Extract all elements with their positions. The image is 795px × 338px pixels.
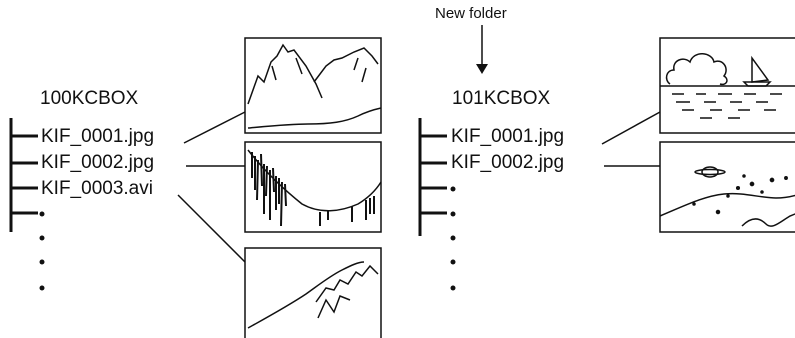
new-folder-arrow (476, 25, 488, 74)
new-folder-label: New folder (435, 5, 507, 22)
folder-name-101kcbox: 101KCBOX (452, 88, 551, 109)
file-name: KIF_0003.avi (41, 178, 153, 199)
thumbnail-peak (244, 247, 382, 338)
file-name: KIF_0002.jpg (451, 152, 565, 173)
thumbnail-mountain (244, 37, 382, 134)
thumbnail-planet (659, 141, 795, 233)
file-name: KIF_0002.jpg (41, 152, 155, 173)
connector-line (601, 111, 661, 145)
thumbnail-forest (244, 141, 382, 233)
folder-tree-101kcbox (418, 118, 447, 236)
connector-line (177, 194, 246, 263)
file-name: KIF_0001.jpg (41, 126, 155, 147)
ellipsis-dots (39, 186, 456, 291)
thumbnail-sea (659, 37, 795, 134)
folder-tree-100kcbox (9, 118, 38, 232)
folder-name-100kcbox: 100KCBOX (40, 88, 139, 109)
connector-line (183, 111, 246, 144)
file-name: KIF_0001.jpg (451, 126, 565, 147)
